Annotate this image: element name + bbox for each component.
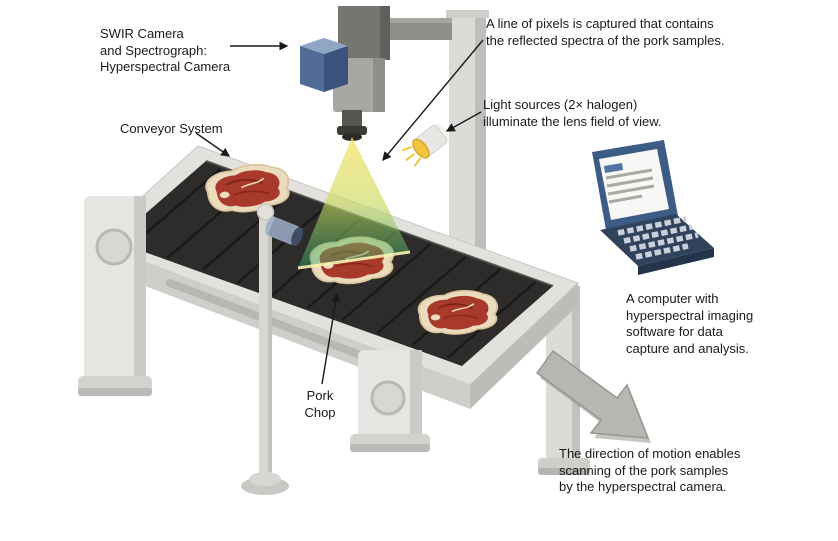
laptop-computer xyxy=(592,140,714,275)
light-pole xyxy=(241,203,289,495)
conveyor-leg-center xyxy=(350,350,430,452)
hyperspectral-camera xyxy=(300,6,390,141)
camera-label: SWIR Camera and Spectrograph: Hyperspect… xyxy=(100,26,231,75)
conveyor-leg-left xyxy=(78,196,152,396)
direction-arrow xyxy=(535,349,651,443)
pork-pointer-line xyxy=(321,292,341,385)
motion-caption: The direction of motion enables scanning… xyxy=(559,446,741,495)
computer-caption: A computer with hyperspectral imaging so… xyxy=(626,291,754,356)
swir-camera-block xyxy=(300,38,348,92)
halogen-light-right xyxy=(401,123,450,167)
pixels-caption: A line of pixels is captured that contai… xyxy=(486,16,725,48)
camera-lens xyxy=(337,110,367,141)
conveyor-pointer-line xyxy=(195,132,231,157)
halogen-light-left xyxy=(265,216,304,246)
frame-groove xyxy=(166,279,399,372)
conveyor-label: Conveyor System xyxy=(120,121,223,136)
pork-chop-label: Pork Chop xyxy=(304,388,336,420)
light-caption: Light sources (2× halogen) illuminate th… xyxy=(483,97,662,129)
light-beam xyxy=(297,137,411,270)
scan-line xyxy=(297,250,411,270)
pixels-pointer-line xyxy=(382,39,484,162)
light-pointer-line xyxy=(445,111,482,132)
